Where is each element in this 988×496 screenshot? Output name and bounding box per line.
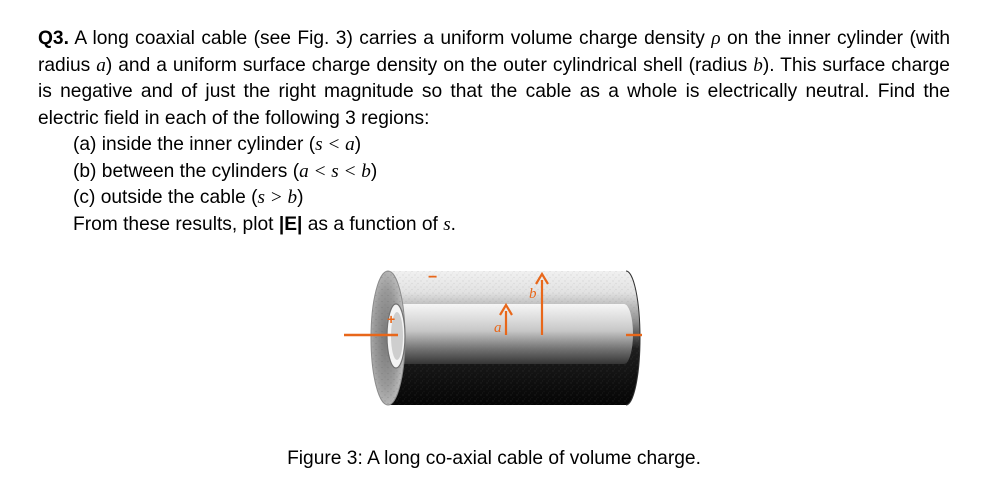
coaxial-cable-figure: a b + − — [330, 262, 652, 412]
part-b-math: a < s < b — [299, 160, 371, 182]
coaxial-cable-drawing: a b + − — [344, 269, 642, 406]
problem-statement: Q3. A long coaxial cable (see Fig. 3) ca… — [38, 26, 950, 238]
field-magnitude: |E| — [278, 213, 303, 235]
final-instruction: From these results, plot |E| as a functi… — [38, 212, 950, 239]
part-a-text: (a) inside the inner cylinder ( — [73, 134, 316, 155]
part-b-text: (b) between the cylinders ( — [73, 160, 300, 182]
inner-cylinder — [400, 304, 633, 364]
figure-caption: Figure 3: A long co-axial cable of volum… — [287, 448, 701, 469]
part-b: (b) between the cylinders (a < s < b) — [38, 159, 950, 186]
part-a-math: s < a — [315, 134, 355, 155]
s-symbol: s — [443, 213, 451, 235]
part-a-close: ) — [354, 134, 362, 155]
part-c-close: ) — [297, 187, 304, 208]
radius-b-arrowhead — [535, 271, 549, 285]
part-a: (a) inside the inner cylinder (s < a) — [38, 132, 950, 159]
problem-text-3: ) and a uniform surface charge density o… — [105, 54, 748, 76]
cable-right-edge — [625, 270, 641, 406]
label-b: b — [529, 286, 537, 302]
plus-sign: + — [387, 311, 395, 327]
radius-a-symbol: a — [96, 54, 106, 76]
part-b-close: ) — [370, 160, 378, 182]
label-a: a — [494, 320, 502, 336]
problem-text-2: on the inner cylinder (with radius — [38, 28, 950, 76]
minus-sign: − — [428, 269, 437, 286]
final-period: . — [450, 213, 457, 235]
problem-paragraph: Q3. A long coaxial cable (see Fig. 3) ca… — [38, 26, 950, 132]
final-text-1: From these results, plot — [73, 213, 274, 235]
rho-symbol: ρ — [711, 28, 721, 49]
radius-a-arrowhead — [499, 302, 513, 316]
part-c-text: (c) outside the cable ( — [73, 187, 258, 208]
problem-text-1: A long coaxial cable (see Fig. 3) carrie… — [74, 28, 705, 49]
question-number: Q3. — [38, 28, 69, 49]
radius-b-symbol: b — [753, 54, 763, 76]
problem-text-4: ). This surface charge is negative and o… — [38, 54, 950, 129]
final-text-2: as a function of — [307, 213, 438, 235]
part-c-math: s > b — [257, 187, 298, 208]
part-c: (c) outside the cable (s > b) — [38, 185, 950, 212]
